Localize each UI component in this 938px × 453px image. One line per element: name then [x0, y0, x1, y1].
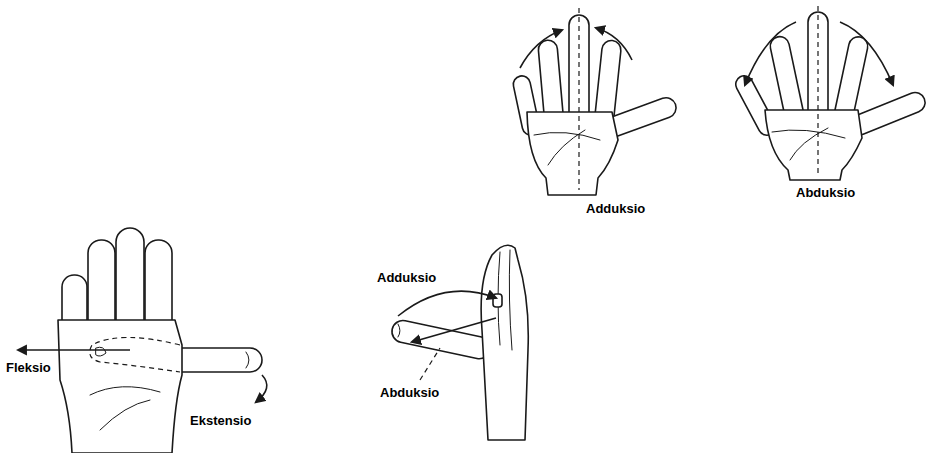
hand-side [481, 245, 528, 440]
motion-arrow [520, 30, 562, 68]
motion-arrow [745, 22, 796, 85]
hand-fingers-spread [733, 6, 928, 180]
thumb [170, 348, 262, 372]
palm-crease [790, 128, 828, 160]
motion-label: Abduksio [796, 185, 855, 200]
motion-arrow [840, 22, 893, 85]
palm [58, 320, 182, 453]
motion-arrow [398, 291, 496, 316]
flexed-thumb-outline [90, 338, 180, 373]
motion-label: Adduksio [377, 270, 436, 285]
finger-line [509, 250, 512, 350]
palm [765, 110, 862, 180]
hand-fingers-together [512, 8, 679, 195]
thumb-nail [398, 324, 400, 337]
thumb-nail [246, 352, 249, 368]
palm-crease [90, 387, 160, 395]
hand-thumb-flexion [18, 228, 267, 453]
thumb [390, 318, 492, 360]
motion-label: Abduksio [380, 385, 439, 400]
axis-line [578, 8, 579, 190]
motion-label: Fleksio [6, 360, 51, 375]
leader-line [420, 348, 440, 380]
thumb-nail [96, 347, 106, 356]
motion-arrow [412, 318, 496, 342]
motion-arrow [18, 349, 130, 351]
motion-arrow [596, 28, 632, 60]
motion-arrow [256, 375, 267, 402]
axis-line [817, 6, 818, 175]
thumb-nail [493, 294, 502, 307]
palm-crease [772, 130, 845, 138]
motion-label: Adduksio [586, 201, 645, 216]
motion-label: Ekstensio [190, 413, 251, 428]
palm-crease [100, 400, 150, 430]
palm [527, 112, 618, 195]
palm-crease [534, 132, 600, 140]
